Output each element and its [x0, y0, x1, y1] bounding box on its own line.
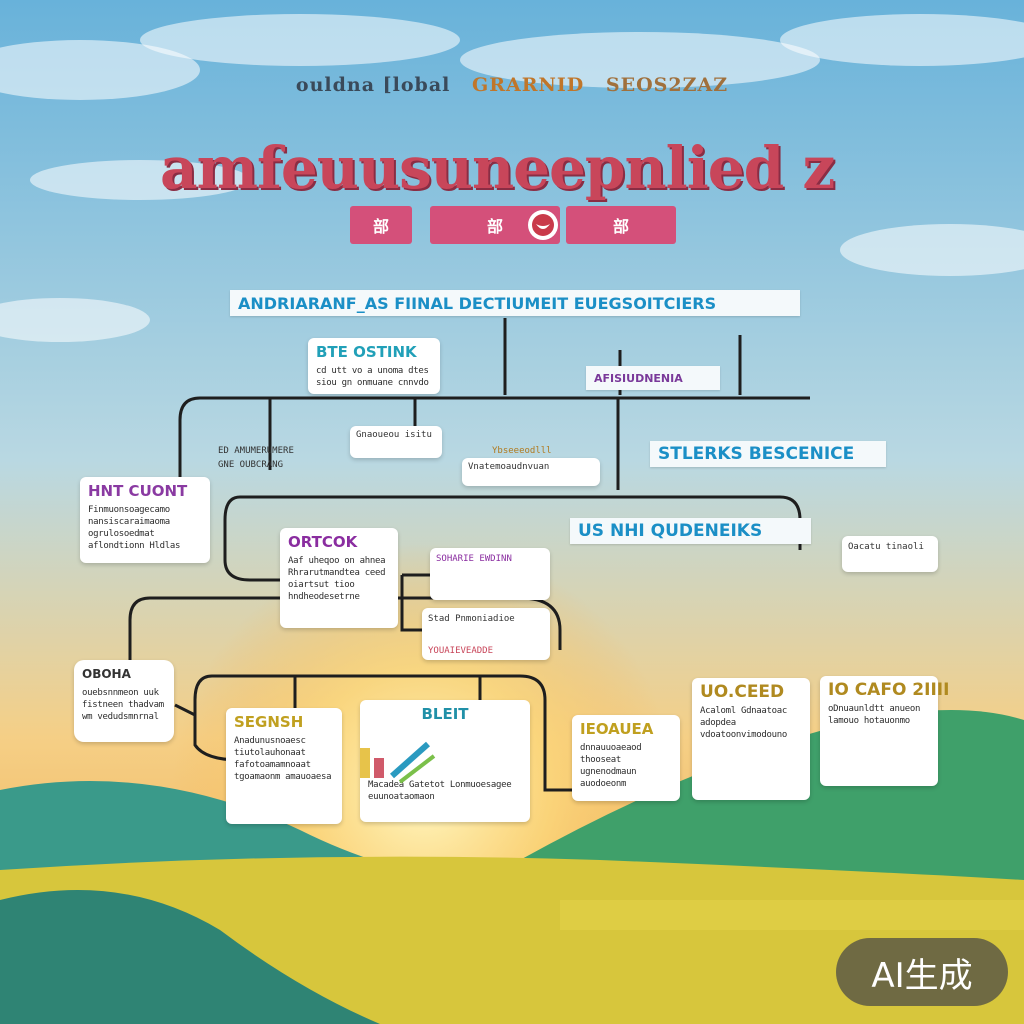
- main-banner: ANDRIARANF_AS FIINAL DECTIUMEIT EUEGSOIT…: [230, 290, 800, 316]
- card-hnt: HNT CUONT Finmuonsoagecamo nansiscaraima…: [80, 477, 210, 563]
- card-text: oDnuaunldtt anueon lamouo hotauonmo: [828, 704, 921, 726]
- card-ortcok: ORTCOK Aaf uheqoo on ahnea Rhrarutmandte…: [280, 528, 398, 628]
- card-title: IEOAUEA: [580, 720, 654, 738]
- card-title: BLEIT: [421, 705, 469, 723]
- card-title: OBOHA: [82, 667, 131, 681]
- label-l8: YOUAIEVEADDE: [428, 646, 494, 656]
- right-banner: STLERKS BESCENICE: [650, 441, 886, 467]
- card-title: BTE OSTINK: [316, 343, 417, 361]
- label-l2: GNE OUBCRANG: [218, 460, 284, 470]
- card-text: Aaf uheqoo on ahnea Rhrarutmandtea ceed …: [288, 556, 386, 602]
- card-iocafo: IO CAFO 2IIII oDnuaunldtt anueon lamouo …: [820, 676, 950, 786]
- card-uoceed: UO.CEED Acaloml Gdnaatoac adopdea vdoato…: [692, 678, 810, 800]
- header-chip-1: 部: [350, 206, 412, 244]
- subtitle-left: ouldna [lobal: [295, 74, 451, 96]
- label-l9: Oacatu tinaoli: [842, 536, 938, 572]
- subtitle-mid: GRARNID: [471, 74, 585, 96]
- card-bleit: BLEIT Macadea Gatetot Lonmuoesagee euuno…: [360, 700, 530, 822]
- poster-headline: amfeuusuneepnlied z: [160, 134, 835, 202]
- card-title: UO.CEED: [700, 682, 785, 702]
- card-title: ORTCOK: [288, 533, 358, 551]
- card-text: dnnauuoaeaod thooseat ugnenodmaun auodoe…: [580, 743, 642, 789]
- card-title: HNT CUONT: [88, 482, 188, 500]
- card-text: ouebsnnmeon uuk fistneen thadvam wm vedu…: [82, 688, 164, 722]
- card-title: SEGNSH: [234, 713, 304, 731]
- card-ieoauea: IEOAUEA dnnauuoaeaod thooseat ugnenodmau…: [572, 715, 680, 801]
- label-l1: ED AMUMERUMERE: [218, 446, 294, 456]
- card-text: Finmuonsoagecamo nansiscaraimaoma ogrulo…: [88, 505, 181, 551]
- card-text: cd utt vo a unoma dtes siou gn onmuane c…: [316, 366, 429, 388]
- card-oboha: OBOHA ouebsnnmeon uuk fistneen thadvam w…: [74, 660, 174, 742]
- card-text: Acaloml Gdnaatoac adopdea vdoatoonvimodo…: [700, 706, 788, 740]
- small-banner: AFISIUDNENIA: [586, 366, 720, 390]
- card-title: IO CAFO 2IIII: [828, 680, 950, 700]
- card-text: Anadunusnoaesc tiutolauhonaat fafotoamam…: [234, 736, 332, 782]
- header-chip-3: 部: [566, 206, 676, 244]
- subtitle-right: SEOS2ZAZ: [605, 74, 729, 96]
- card-bte: BTE OSTINK cd utt vo a unoma dtes siou g…: [308, 338, 440, 394]
- card-segnsh: SEGNSH Anadunusnoaesc tiutolauhonaat faf…: [226, 708, 342, 824]
- label-l5: Vnatemoaudnvuan: [462, 458, 600, 486]
- center-emblem-icon: [528, 210, 558, 240]
- top-subtitle: ouldna [lobal GRARNID SEOS2ZAZ: [150, 74, 874, 96]
- pencil-chart-icon: [356, 726, 436, 786]
- cloud-group: [0, 14, 1024, 342]
- mid-banner: US NHI QUDENEIKS: [570, 518, 811, 544]
- label-l6: SOHARIE EWDINN: [430, 548, 550, 600]
- label-l7: Stad Pnmoniadioe: [422, 608, 550, 660]
- ai-generated-badge: AI生成: [836, 938, 1008, 1006]
- card-text: Macadea Gatetot Lonmuoesagee euunoataoma…: [368, 780, 512, 802]
- label-l4: Ybseeeodlll: [492, 446, 552, 456]
- label-l3: Gnaoueou isitu: [350, 426, 442, 458]
